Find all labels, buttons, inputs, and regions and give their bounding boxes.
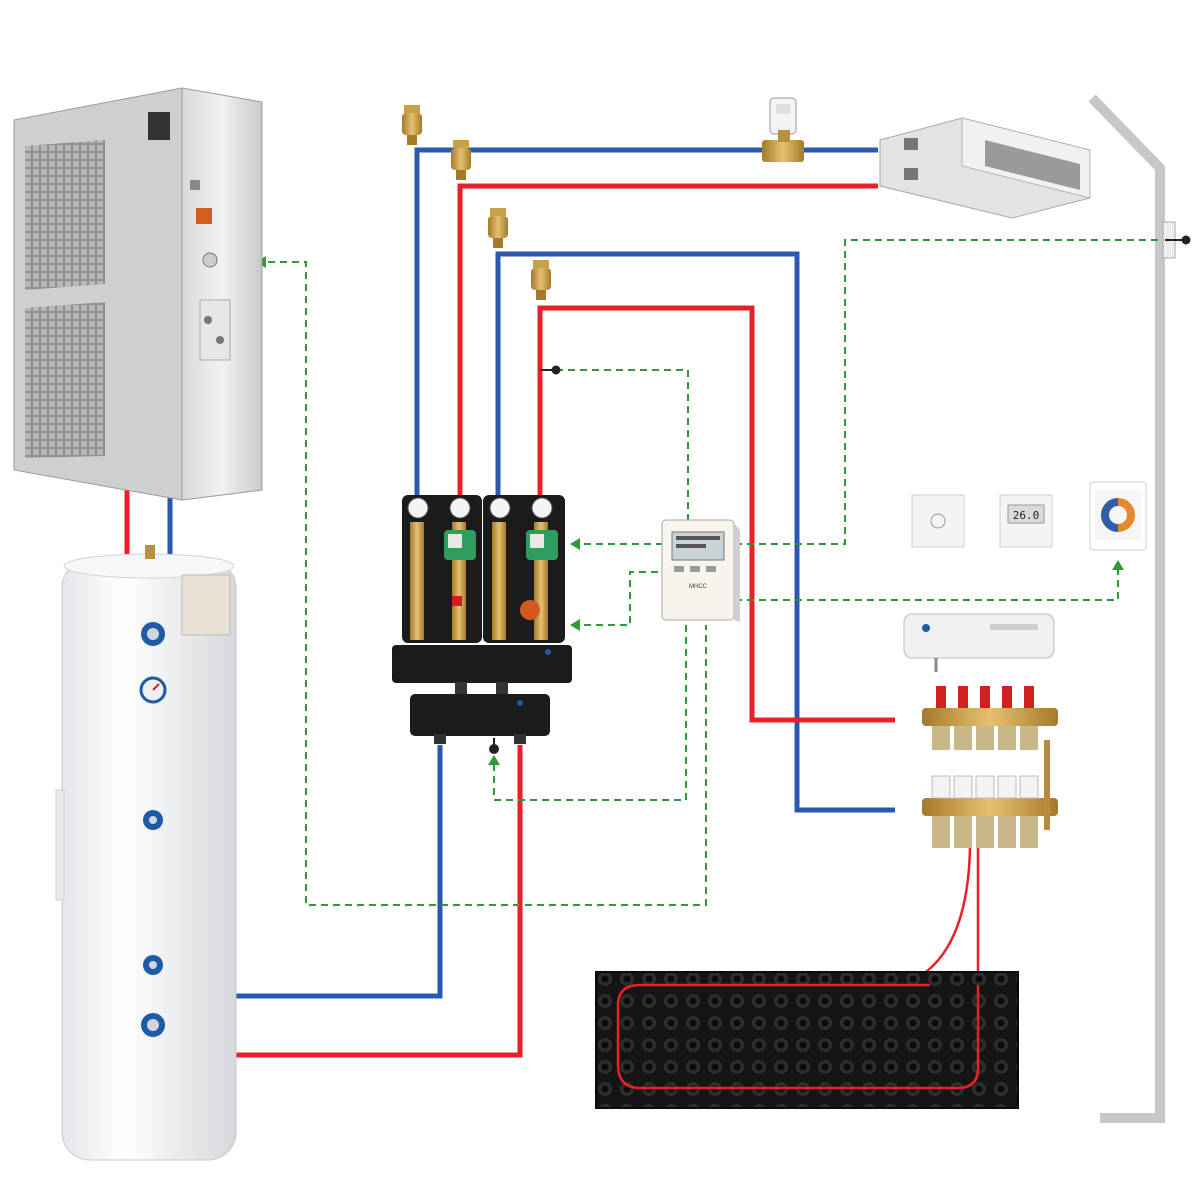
pipe-fancoil-supply bbox=[457, 183, 878, 500]
building-wall bbox=[1088, 94, 1165, 1123]
tank-port bbox=[143, 955, 163, 975]
pipe-fancoil-return bbox=[414, 147, 878, 500]
hydraulic-separator-icon bbox=[410, 682, 550, 744]
touch-thermostat-icon bbox=[1089, 481, 1147, 551]
temperature-sensor-icon bbox=[540, 365, 561, 375]
air-vent-icon bbox=[402, 105, 551, 300]
zone-valve-icon bbox=[762, 97, 804, 162]
underfloor-panel-icon bbox=[595, 971, 1019, 1109]
pipe-network bbox=[124, 147, 895, 1058]
dial-thermostat-icon bbox=[911, 494, 965, 548]
ufh-loop-overlay bbox=[616, 983, 980, 1090]
pipe-tank-supply bbox=[236, 745, 523, 1058]
pipe-ufh-return bbox=[495, 251, 895, 813]
hot-water-tank-icon bbox=[55, 545, 237, 1161]
control-wiring bbox=[256, 239, 1163, 906]
wiring-center-icon bbox=[903, 613, 1055, 672]
tank-port bbox=[141, 1013, 165, 1037]
outdoor-sensor-icon bbox=[1162, 221, 1191, 259]
fan-coil-icon bbox=[879, 117, 1091, 219]
digital-thermostat-icon bbox=[999, 494, 1053, 548]
arrowheads bbox=[256, 256, 1124, 765]
tank-port bbox=[143, 810, 163, 830]
pipe-ufh-supply bbox=[537, 305, 895, 723]
tank-port bbox=[141, 622, 165, 646]
pump-station-icon bbox=[392, 495, 572, 683]
heat-pump-icon bbox=[13, 87, 263, 501]
tank-thermometer bbox=[139, 676, 167, 704]
controller-icon bbox=[661, 519, 740, 622]
controller-label: MHCC bbox=[689, 584, 708, 590]
pipe-tank-return bbox=[236, 745, 443, 999]
manifold-icon bbox=[922, 686, 1058, 848]
separator-sensor-icon bbox=[489, 738, 499, 754]
thermostat-display: 26.0 bbox=[1013, 509, 1040, 522]
